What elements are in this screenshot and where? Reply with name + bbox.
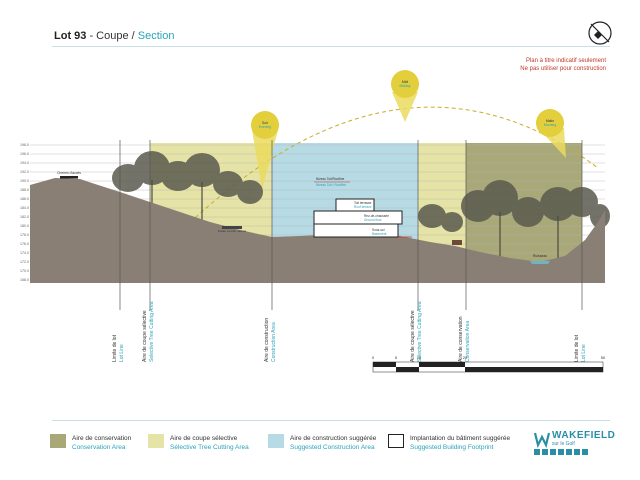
header-divider	[52, 46, 610, 47]
legend-label: Aire de construction suggérée	[290, 435, 377, 442]
legend-label-en: Conservation Area	[72, 444, 126, 451]
septic-label: Fosse à purin naturel	[218, 229, 247, 233]
roofline-label: Niveau Toit/Roofline	[316, 177, 345, 181]
zone-label: Aire de coupe sélective	[142, 310, 148, 362]
sun-label: Midi	[402, 80, 408, 84]
sun-label: Matin	[546, 119, 554, 123]
sun-label: Midday	[400, 84, 411, 88]
elevation-tick: 196.0	[20, 152, 29, 156]
page-title: Lot 93 - Coupe / Section	[54, 30, 174, 42]
sun-icon	[536, 109, 564, 137]
elevation-tick: 190.0	[20, 179, 29, 183]
elevation-tick: 180.0	[20, 224, 29, 228]
legend-conservation: Aire de conservation Conservation Area	[50, 434, 131, 452]
legend-swatch	[148, 434, 164, 448]
legend-label-en: Suggested Building Footprint	[410, 444, 494, 451]
legend-swatch	[388, 434, 404, 448]
logo-brand: WAKEFIELD	[552, 430, 616, 441]
zone-label: Aire de conservation	[458, 316, 464, 362]
roof-terrace-label: Toit terrasse	[354, 201, 372, 205]
elevation-tick: 172.0	[20, 260, 29, 264]
scale-label: 50	[601, 355, 606, 360]
zone-label: Limite de lot	[112, 334, 118, 362]
section-diagram: 198.0 196.0 194.0 192.0 190.0 188.0 186.…	[20, 70, 610, 373]
elevation-tick: 192.0	[20, 170, 29, 174]
disclaimer-line-1: Plan à titre indicatif seulement	[525, 58, 606, 64]
zone-label: Aire de coupe sélective	[410, 310, 416, 362]
sun-label: Evening	[259, 125, 271, 129]
elevation-tick: 170.0	[20, 269, 29, 273]
elevation-tick: 182.0	[20, 215, 29, 219]
sun-beam-evening	[252, 130, 278, 190]
roofline-label-en: Niveau Toit / Roofline	[316, 183, 346, 187]
zone-label-en: Selective Tree Cutting Area	[417, 301, 423, 362]
septic-tank	[222, 226, 242, 229]
sun-beam-midday	[392, 92, 418, 122]
stream	[530, 261, 550, 264]
title-coupe: - Coupe	[86, 30, 132, 42]
legend-label-en: Sélective Tree Cutting Area	[170, 444, 249, 451]
zone-label-en: Selective Tree Cutting Area	[149, 301, 155, 362]
legend-label: Aire de conservation	[72, 435, 132, 442]
roof-terrace-label-en: Roof terrace	[354, 205, 372, 209]
legend-selective: Aire de coupe sélective Sélective Tree C…	[148, 434, 249, 452]
logo-w-icon	[533, 432, 551, 449]
legend-swatch	[50, 434, 66, 448]
north-arrow-icon	[588, 21, 612, 45]
shed	[452, 240, 462, 245]
zone-label-en: Lot Line	[119, 344, 125, 362]
ground-profile	[30, 178, 605, 283]
access-road-label: Chemin d'accès	[57, 171, 81, 175]
zone-label: Limite de lot	[574, 334, 580, 362]
zone-label-en: Lot Line	[581, 344, 587, 362]
zone-label: Aire de construction	[264, 318, 270, 362]
title-slash: /	[131, 30, 138, 42]
legend-label-en: Suggested Construction Area	[290, 444, 375, 451]
elevation-tick: 184.0	[20, 206, 29, 210]
legend-label: Implantation du bâtiment suggérée	[410, 435, 511, 442]
sun-label: Soir	[262, 121, 269, 125]
scale-label: 0	[372, 355, 375, 360]
scale-bar	[372, 361, 604, 373]
sun-label: Morning	[544, 123, 556, 127]
elevation-tick: 198.0	[20, 143, 29, 147]
elevation-tick: 174.0	[20, 251, 29, 255]
stream-label: Ruisseau	[533, 254, 547, 258]
wakefield-logo: WAKEFIELD sur le Golf	[533, 430, 615, 457]
lot-number: Lot 93	[54, 30, 87, 42]
title-section: Section	[137, 30, 175, 42]
elevation-tick: 168.0	[20, 278, 29, 282]
building-basement	[313, 223, 399, 238]
ground-floor-label-en: Ground floor	[364, 218, 383, 222]
zone-label-en: Construction Area	[271, 322, 277, 362]
elevation-tick: 178.0	[20, 233, 29, 237]
access-road	[60, 176, 78, 179]
footer-divider	[52, 420, 610, 421]
building	[313, 198, 403, 238]
legend-footprint: Implantation du bâtiment suggérée Sugges…	[388, 434, 510, 452]
scale-label: 20	[463, 355, 468, 360]
elevation-tick: 194.0	[20, 161, 29, 165]
sun-icon	[251, 111, 279, 139]
legend-swatch	[268, 434, 284, 448]
sun-icon	[391, 70, 419, 98]
scale-label: 10	[417, 355, 422, 360]
disclaimer-notice: Plan à titre indicatif seulement Ne pas …	[520, 57, 606, 73]
elevation-tick: 188.0	[20, 188, 29, 192]
logo-activity-icons	[534, 449, 588, 455]
logo-sub: sur le Golf	[552, 441, 575, 447]
ground-floor-label: Rez-de-chaussée	[364, 214, 389, 218]
legend-label: Aire de coupe sélective	[170, 435, 238, 442]
scale-label: 5	[395, 355, 398, 360]
disclaimer-line-2: Ne pas utiliser pour construction	[520, 66, 606, 72]
zone-label-en: Conservation Area	[465, 321, 471, 362]
basement-label: Sous-sol	[372, 228, 385, 232]
legend-construction: Aire de construction suggérée Suggested …	[268, 434, 376, 452]
basement-label-en: Basement	[372, 232, 386, 236]
elevation-tick: 176.0	[20, 242, 29, 246]
elevation-tick: 186.0	[20, 197, 29, 201]
